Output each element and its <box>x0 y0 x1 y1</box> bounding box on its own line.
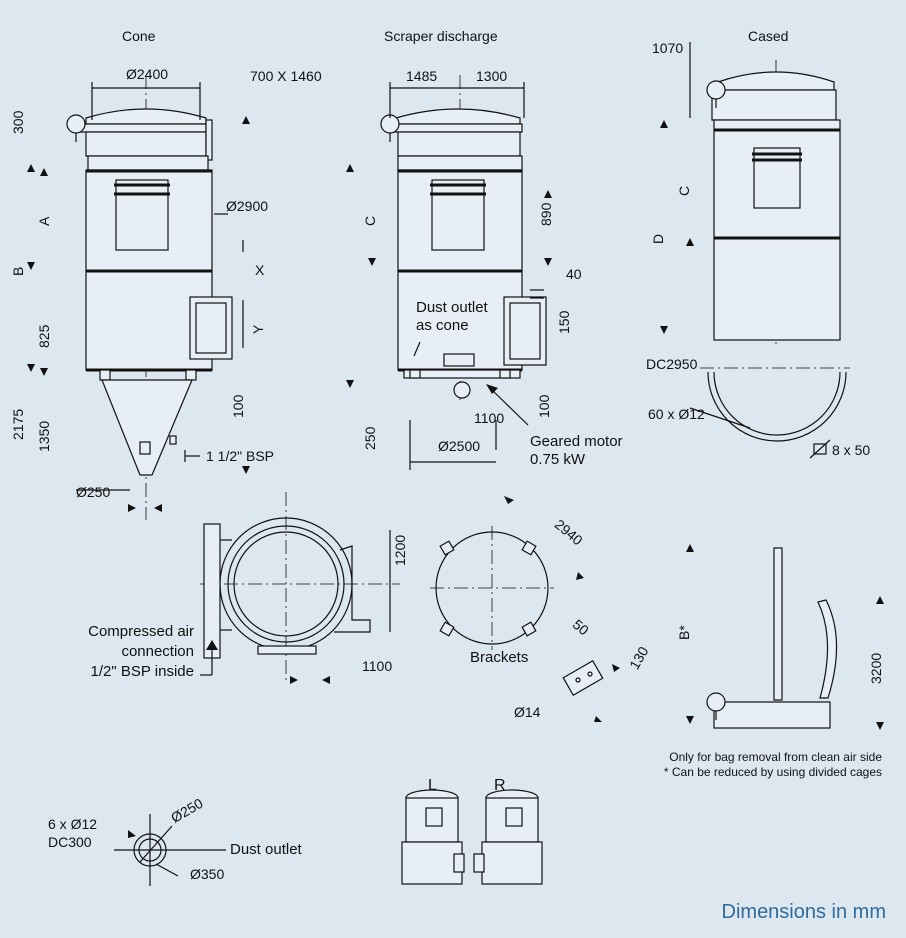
cone-dim-2175: 2175 <box>10 408 26 440</box>
scraper-dim-c: C <box>362 215 378 226</box>
scraper-dim-150: 150 <box>556 310 572 334</box>
scraper-dim-40: 40 <box>566 266 582 282</box>
cone-dim-y: Y <box>250 324 266 334</box>
plan-dim-1200: 1200 <box>392 534 408 566</box>
lr-label-l: L <box>428 777 437 794</box>
scraper-dim-100: 100 <box>536 394 552 418</box>
cone-opening: 700 X 1460 <box>250 68 322 84</box>
cone-dim-825: 825 <box>36 324 52 348</box>
scraper-dim-250: 250 <box>362 426 378 450</box>
cased-holes: 60 x Ø12 <box>648 406 705 422</box>
cone-view <box>66 75 244 520</box>
dimension-arrows <box>27 116 694 684</box>
brackets-label: Brackets <box>470 649 529 666</box>
air-connection-3: 1/2" BSP inside <box>90 663 194 680</box>
scraper-width-1485: 1485 <box>406 68 438 84</box>
cased-flat: 8 x 50 <box>832 442 871 458</box>
outlet-label: Dust outlet <box>230 841 302 858</box>
cased-title: Cased <box>748 28 789 44</box>
removal-view <box>686 544 884 730</box>
removal-note-2: * Can be reduced by using divided cages <box>663 765 882 779</box>
cone-outlet-diameter: Ø250 <box>76 484 111 500</box>
scraper-dim-890: 890 <box>538 202 554 226</box>
scraper-dust-outlet-1: Dust outlet <box>416 299 488 316</box>
removal-b-star: B* <box>676 625 692 640</box>
cone-dim-a: A <box>36 216 52 226</box>
cased-dim-c: C <box>676 185 692 196</box>
air-connection-2: connection <box>121 643 194 660</box>
plan-dim-1100: 1100 <box>362 658 393 674</box>
scraper-width-1300: 1300 <box>476 68 508 84</box>
scraper-dia-2500: Ø2500 <box>438 438 481 454</box>
lr-view <box>401 789 543 885</box>
cased-dim-1070: 1070 <box>652 40 684 56</box>
outlet-holes: 6 x Ø12 <box>48 816 98 832</box>
cone-dim-300: 300 <box>10 110 26 134</box>
cone-body-diameter: Ø2900 <box>226 198 269 214</box>
outlet-dc300: DC300 <box>48 834 92 850</box>
cased-dc2950: DC2950 <box>646 356 698 372</box>
scraper-view <box>380 75 547 470</box>
cone-dim-x: X <box>255 262 265 278</box>
lr-label-r: R <box>494 777 506 794</box>
cone-dim-b: B <box>10 266 26 276</box>
outlet-view <box>114 814 226 886</box>
footer-units: Dimensions in mm <box>721 901 886 923</box>
cone-dim-100: 100 <box>230 394 246 418</box>
air-connection-1: Compressed air <box>88 623 194 640</box>
scraper-dust-outlet-2: as cone <box>416 317 469 334</box>
outlet-dia-350: Ø350 <box>190 866 225 882</box>
cased-view <box>689 42 850 459</box>
brackets-dia-14: Ø14 <box>514 704 541 720</box>
cone-bsp: 1 1/2" BSP <box>206 448 275 464</box>
removal-note-1: Only for bag removal from clean air side <box>669 750 882 764</box>
motor-label-2: 0.75 kW <box>530 451 586 468</box>
removal-dim-3200: 3200 <box>868 652 884 684</box>
cone-top-diameter: Ø2400 <box>126 66 169 82</box>
cone-title: Cone <box>122 28 156 44</box>
plan-view <box>200 492 400 680</box>
scraper-title: Scraper discharge <box>384 28 498 44</box>
cone-dim-1350: 1350 <box>36 420 52 452</box>
cased-dim-d: D <box>650 233 666 244</box>
motor-label-1: Geared motor <box>530 433 623 450</box>
brackets-view <box>430 496 620 722</box>
scraper-dim-1100: 1100 <box>474 410 505 426</box>
